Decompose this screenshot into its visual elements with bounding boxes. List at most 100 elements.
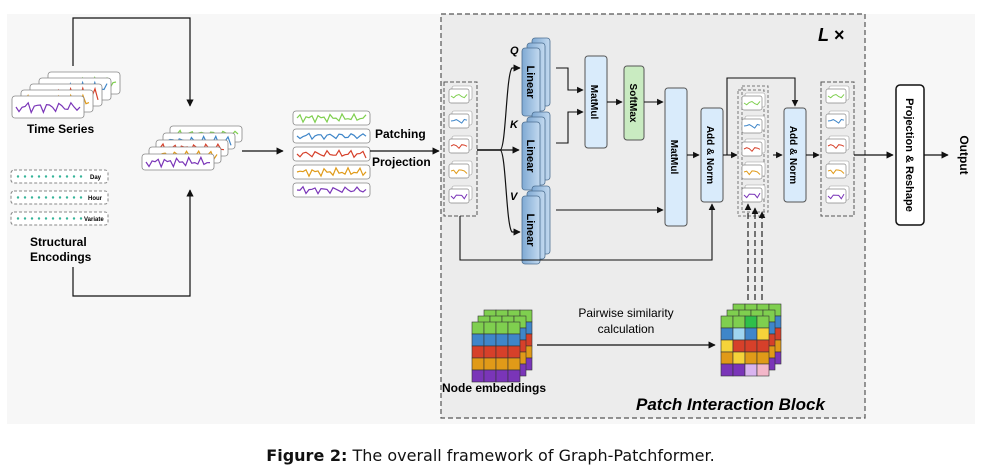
lin-q-label: Linear: [524, 65, 536, 99]
encoding-dot: [37, 196, 41, 199]
lin-v-label: Linear: [524, 213, 536, 247]
softmax-label: SoftMax: [627, 84, 638, 123]
lin-v-layer-1: [521, 195, 541, 265]
q-label: Q: [510, 45, 519, 57]
add-norm-1-label: Add & Norm: [704, 126, 715, 184]
encoding-dot: [72, 217, 76, 220]
encoding-dot: [79, 217, 83, 220]
encoding-dot: [51, 217, 55, 220]
encoding-dot: [30, 217, 34, 220]
matmul-2: [664, 87, 688, 227]
patch-row-1: [292, 110, 371, 126]
encoding-day: Day: [10, 169, 109, 184]
patch-row-3-line: [296, 149, 367, 159]
sim-cube-cell: [756, 351, 770, 365]
encoding-hour-label: Hour: [88, 196, 103, 202]
encoding-hour: Hour: [10, 190, 109, 205]
patch-row-1-line: [296, 112, 367, 124]
input-to-q-arrow: [477, 64, 521, 151]
encoding-dot: [79, 196, 83, 199]
node-cube-cell: [471, 321, 485, 335]
node-cube-cell: [507, 357, 521, 371]
encoding-dot: [30, 175, 34, 178]
sim-cube-cell: [756, 339, 770, 353]
node-cube-cell: [483, 321, 497, 335]
in-patch-5: [448, 188, 470, 204]
k-label: K: [510, 119, 519, 131]
sim-cube-cell: [720, 351, 734, 365]
matmul-2-label: MatMul: [668, 140, 679, 175]
ts-to-combined-arrow: [72, 17, 194, 107]
sim-cube-cell: [744, 315, 758, 329]
linear-k: Linear: [521, 111, 551, 191]
sim-cube-cell: [732, 351, 746, 365]
in-patch-line-4: [450, 169, 468, 175]
ts-card-5: [11, 95, 85, 119]
encoding-dot: [44, 217, 48, 220]
sim-cube-cell: [744, 327, 758, 341]
block-input-patch-icons: [448, 85, 473, 204]
mid-patch-4: [741, 164, 763, 180]
encoding-dot: [16, 196, 20, 199]
patch-row-4: [292, 164, 371, 180]
caption-text: The overall framework of Graph-Patchform…: [352, 446, 715, 465]
mid-stack-frame: [737, 89, 765, 217]
sim-cube-cell: [744, 351, 758, 365]
mid-patch-1: [741, 95, 763, 111]
encoding-dot: [65, 217, 69, 220]
add-norm-2-label: Add & Norm: [787, 126, 798, 184]
encoding-dot: [51, 196, 55, 199]
encoding-dot: [30, 196, 34, 199]
node-cube-cell: [495, 357, 509, 371]
encoding-dot: [16, 217, 20, 220]
encoding-dot: [44, 196, 48, 199]
graph-connections: [744, 203, 766, 300]
combined-card-5-line: [145, 155, 211, 169]
sim-cube-cell: [732, 327, 746, 341]
mid-patch-stack: [737, 85, 769, 217]
encoding-dot: [23, 196, 27, 199]
encoding-dot: [58, 196, 62, 199]
sim-cube-cell: [732, 363, 746, 377]
encoding-dot: [65, 196, 69, 199]
lin-k-layer-1: [521, 121, 541, 191]
encoding-dot: [37, 217, 41, 220]
block-output-patch-icons: [825, 85, 850, 204]
ts-card-5-line: [15, 101, 81, 115]
node-cube-cell: [483, 345, 497, 359]
node-cube-cell: [483, 357, 497, 371]
in-patch-3: [448, 138, 470, 154]
encoding-dot: [58, 217, 62, 220]
in-patch-line-5: [450, 193, 468, 200]
node-cube-cell: [507, 345, 521, 359]
mid-patch-3: [741, 141, 763, 157]
encoding-variate-label: Variate: [84, 217, 104, 223]
encoding-dot: [23, 175, 27, 178]
output-label: Output: [957, 135, 971, 174]
projection-label: Projection: [372, 155, 431, 169]
sim-cube-cell: [756, 327, 770, 341]
patching-label: Patching: [375, 127, 426, 141]
node-cube-cell: [471, 345, 485, 359]
matmul-1-label: MatMul: [588, 85, 599, 120]
time-series-stack: [11, 71, 121, 119]
out-patch-line-2: [827, 118, 845, 124]
encoding-dot: [51, 175, 55, 178]
encoding-dot: [23, 217, 27, 220]
out-patch-line-3: [827, 144, 845, 150]
encoding-dot: [79, 175, 83, 178]
lin-k-label: Linear: [524, 139, 536, 173]
sim-cube-cell: [744, 363, 758, 377]
sim-cube-cell: [744, 339, 758, 353]
out-patch-5: [825, 188, 847, 204]
in-patch-1: [448, 88, 470, 104]
node-cube-cell: [495, 333, 509, 347]
sim-cube-cell: [756, 315, 770, 329]
patch-row-5-line: [296, 185, 367, 195]
out-patch-4: [825, 163, 847, 179]
sim-cube-cell: [756, 363, 770, 377]
out-patch-line-4: [827, 169, 845, 175]
residual-2: [726, 77, 799, 155]
node-cube-cell: [471, 357, 485, 371]
residual-1: [459, 203, 716, 261]
